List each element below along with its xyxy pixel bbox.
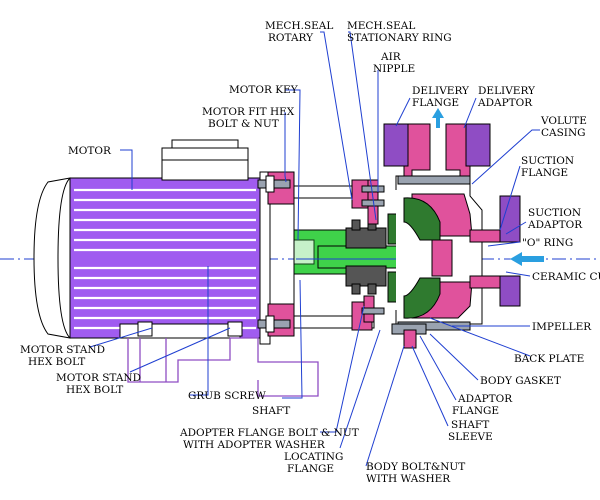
motor-body <box>33 139 271 345</box>
label-suction-flange-2: FLANGE <box>521 167 568 179</box>
label-suction-flange-1: SUCTION <box>521 155 574 167</box>
label-shaft: SHAFT <box>252 405 290 417</box>
label-body-bolt-nut-1: BODY BOLT&NUT <box>366 461 465 473</box>
label-mech-seal-rotary-1: MECH.SEAL <box>265 20 333 32</box>
label-motor-key: MOTOR KEY <box>229 84 299 96</box>
label-back-plate: BACK PLATE <box>514 353 584 365</box>
pump-casing <box>383 108 544 349</box>
label-mech-seal-stationary-2: STATIONARY RING <box>347 32 452 44</box>
label-body-bolt-nut-2: WITH WASHER <box>366 473 451 485</box>
label-shaft-sleeve-2: SLEEVE <box>448 431 493 443</box>
label-air-nipple-2: NIPPLE <box>373 63 415 75</box>
label-body-gasket: BODY GASKET <box>480 375 561 387</box>
part-labels: MOTOR MECH.SEAL ROTARY MECH.SEAL STATION… <box>20 20 600 485</box>
label-adaptor-flange-1: ADAPTOR <box>457 393 513 405</box>
label-mech-seal-rotary-2: ROTARY <box>268 32 314 44</box>
label-locating-flange-2: FLANGE <box>287 463 334 475</box>
label-delivery-flange-1: DELIVERY <box>412 85 470 97</box>
label-impeller: IMPELLER <box>532 321 592 333</box>
label-o-ring: "O" RING <box>522 237 573 249</box>
label-delivery-adaptor-1: DELIVERY <box>478 85 536 97</box>
label-motor-stand-hex-bolt-1b: HEX BOLT <box>28 356 85 368</box>
label-volute-casing-2: CASING <box>541 127 586 139</box>
label-mech-seal-stationary-1: MECH.SEAL <box>347 20 415 32</box>
label-suction-adaptor-1: SUCTION <box>528 207 581 219</box>
label-grub-screw: GRUB SCREW <box>188 390 266 402</box>
leader-lines <box>89 31 540 467</box>
label-volute-casing-1: VOLUTE <box>540 115 587 127</box>
label-air-nipple-1: AIR <box>380 51 402 63</box>
base-stand <box>127 337 319 397</box>
label-adaptor-flange-2: FLANGE <box>452 405 499 417</box>
label-motor-fit-hex-2: BOLT & NUT <box>208 118 279 130</box>
label-delivery-flange-2: FLANGE <box>412 97 459 109</box>
label-motor: MOTOR <box>68 145 112 157</box>
label-motor-stand-hex-bolt-1a: MOTOR STAND <box>20 344 105 356</box>
label-delivery-adaptor-2: ADAPTOR <box>477 97 533 109</box>
label-ceramic-cup: CERAMIC CUP <box>532 271 600 283</box>
label-motor-stand-hex-bolt-2b: HEX BOLT <box>66 384 123 396</box>
label-motor-fit-hex-1: MOTOR FIT HEX <box>202 106 295 118</box>
label-suction-adaptor-2: ADAPTOR <box>527 219 583 231</box>
label-adopter-flange-bolt-1: ADOPTER FLANGE BOLT & NUT <box>179 427 359 439</box>
label-adopter-flange-bolt-2: WITH ADOPTER WASHER <box>183 439 326 451</box>
label-locating-flange-1: LOCATING <box>284 451 343 463</box>
label-motor-stand-hex-bolt-2a: MOTOR STAND <box>56 372 141 384</box>
label-shaft-sleeve-1: SHAFT <box>451 419 489 431</box>
